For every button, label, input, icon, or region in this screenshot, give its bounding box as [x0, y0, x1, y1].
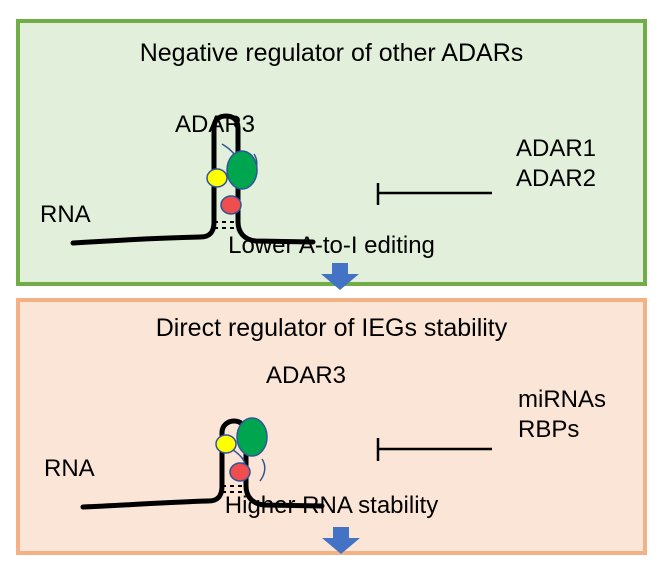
- inhibition-bar-icon: [376, 438, 492, 461]
- panel-title: Negative regulator of other ADARs: [139, 39, 524, 67]
- inhibitor-label-2: ADAR2: [516, 165, 597, 192]
- inhibition-bar-icon: [376, 183, 492, 205]
- dsrbd-red-domain: [220, 195, 242, 215]
- dsrbd-yellow-domain: [206, 168, 228, 188]
- panel-direct-regulator: Direct regulator of IEGs stability ADAR3…: [16, 298, 647, 555]
- dsrbd-red-domain: [229, 462, 251, 482]
- panel-title: Direct regulator of IEGs stability: [155, 314, 508, 342]
- rna-strand: [80, 418, 325, 510]
- adar3-label: ADAR3: [266, 362, 347, 389]
- outcome-label: Lower A-to-I editing: [228, 232, 435, 259]
- down-arrow-icon: [322, 527, 360, 554]
- rna-structure-top: [70, 113, 316, 246]
- dsrbd-yellow-domain: [215, 434, 237, 454]
- deaminase-domain: [236, 417, 268, 457]
- rna-strand: [70, 113, 316, 246]
- inhibitor-label-2: RBPs: [518, 416, 580, 443]
- down-arrow-icon: [321, 263, 359, 290]
- inhibitor-label-1: miRNAs: [518, 386, 606, 413]
- adar3-protein-bottom: [215, 417, 268, 482]
- domain-linker: [259, 458, 266, 482]
- rna-label: RNA: [40, 201, 91, 228]
- adar3-protein-top: [206, 143, 258, 215]
- deaminase-domain: [226, 150, 258, 190]
- rna-structure-bottom: [80, 418, 325, 510]
- rna-label: RNA: [44, 455, 95, 482]
- inhibitor-label-1: ADAR1: [516, 135, 597, 162]
